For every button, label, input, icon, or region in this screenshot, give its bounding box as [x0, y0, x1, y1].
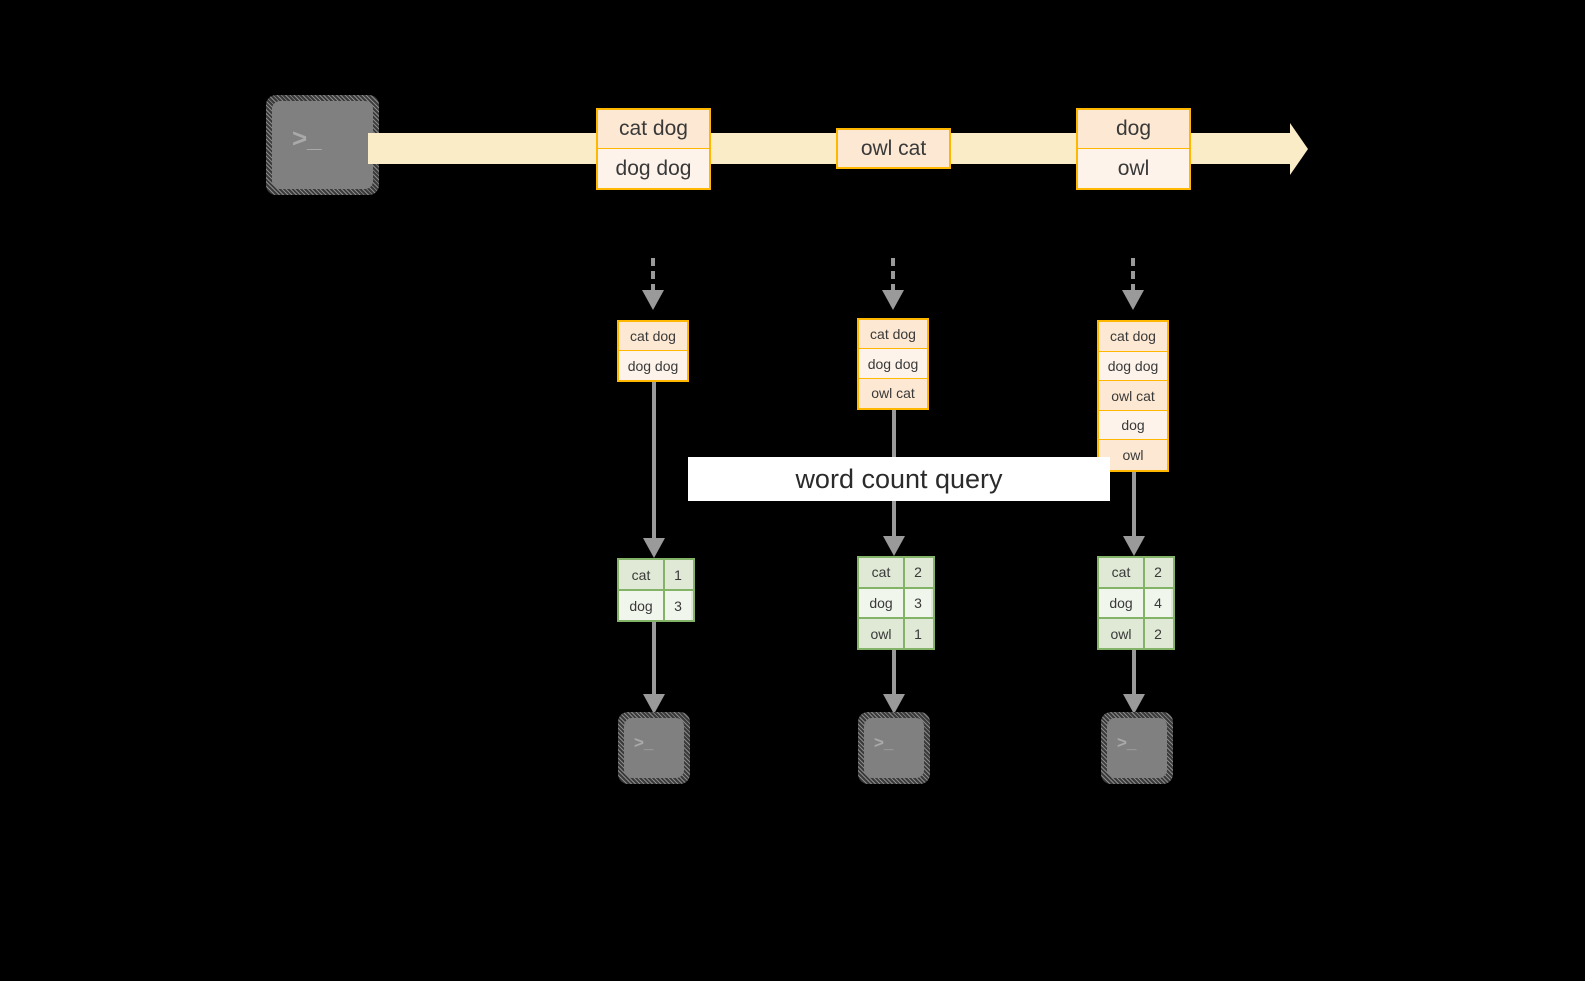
stream-arrowhead-icon [1290, 123, 1308, 175]
input-snapshot-2: cat dog dog dog owl cat [857, 318, 929, 410]
result-table-3-row-3: owl 2 [1099, 619, 1173, 649]
stream-batch-1: cat dog dog dog [596, 108, 711, 190]
input-snapshot-3-line-3: owl cat [1099, 381, 1167, 411]
result-table-2-row-1: cat 2 [859, 558, 933, 589]
result-table-1-row-1: cat 1 [619, 560, 693, 591]
result-table-2: cat 2 dog 3 owl 1 [857, 556, 935, 650]
result-table-3: cat 2 dog 4 owl 2 [1097, 556, 1175, 650]
stream-to-input-arrow-2 [882, 258, 904, 310]
result-word: owl [859, 619, 905, 649]
result-table-2-row-2: dog 3 [859, 588, 933, 620]
result-word: cat [1099, 558, 1145, 587]
result-table-1-row-2: dog 3 [619, 591, 693, 620]
input-snapshot-1: cat dog dog dog [617, 320, 689, 382]
input-snapshot-2-line-1: cat dog [859, 320, 927, 350]
query-arrow-1 [643, 382, 665, 558]
input-snapshot-1-line-1: cat dog [619, 322, 687, 352]
terminal-body [864, 718, 924, 778]
result-count: 3 [665, 591, 691, 620]
stream-batch-3: dog owl [1076, 108, 1191, 190]
stream-batch-3-line-1: dog [1078, 110, 1189, 150]
result-count: 2 [1145, 619, 1171, 649]
input-snapshot-3-line-4: dog [1099, 410, 1167, 441]
terminal-body [624, 718, 684, 778]
terminal-prompt-glyph: >_ [292, 123, 322, 153]
input-snapshot-3: cat dog dog dog owl cat dog owl [1097, 320, 1169, 472]
result-count: 4 [1145, 588, 1171, 618]
stream-batch-2-line-1: owl cat [838, 130, 949, 167]
result-count: 1 [905, 619, 931, 649]
query-label: word count query [688, 457, 1110, 501]
terminal-body [272, 101, 373, 189]
result-table-3-row-2: dog 4 [1099, 588, 1173, 620]
query-arrow-3 [1123, 472, 1145, 556]
result-count: 2 [1145, 558, 1171, 587]
input-snapshot-2-line-2: dog dog [859, 349, 927, 379]
stream-batch-3-line-2: owl [1078, 149, 1189, 188]
input-snapshot-3-line-2: dog dog [1099, 351, 1167, 382]
terminal-prompt-glyph: >_ [874, 733, 894, 752]
input-snapshot-2-line-3: owl cat [859, 378, 927, 408]
sink-terminal-icon-3: >_ [1101, 712, 1173, 784]
terminal-prompt-glyph: >_ [634, 733, 654, 752]
result-table-3-row-1: cat 2 [1099, 558, 1173, 589]
result-word: dog [859, 588, 905, 618]
result-word: owl [1099, 619, 1145, 649]
result-to-sink-arrow-1 [643, 622, 665, 714]
input-snapshot-3-line-5: owl [1099, 440, 1167, 471]
stream-to-input-arrow-3 [1122, 258, 1144, 310]
result-table-2-row-3: owl 1 [859, 619, 933, 649]
stream-batch-2: owl cat [836, 128, 951, 169]
source-terminal-icon: >_ [266, 95, 379, 195]
result-count: 3 [905, 588, 931, 618]
result-count: 2 [905, 558, 931, 587]
input-snapshot-3-line-1: cat dog [1099, 322, 1167, 352]
stream-to-input-arrow-1 [642, 258, 664, 310]
result-word: cat [859, 558, 905, 587]
result-word: cat [619, 560, 665, 589]
sink-terminal-icon-1: >_ [618, 712, 690, 784]
terminal-body [1107, 718, 1167, 778]
terminal-prompt-glyph: >_ [1117, 733, 1137, 752]
stream-batch-1-line-2: dog dog [598, 149, 709, 188]
result-table-1: cat 1 dog 3 [617, 558, 695, 622]
result-to-sink-arrow-2 [883, 650, 905, 714]
stream-batch-1-line-1: cat dog [598, 110, 709, 150]
result-to-sink-arrow-3 [1123, 650, 1145, 714]
result-word: dog [1099, 588, 1145, 618]
result-word: dog [619, 591, 665, 620]
sink-terminal-icon-2: >_ [858, 712, 930, 784]
query-label-text: word count query [795, 463, 1003, 494]
input-snapshot-1-line-2: dog dog [619, 351, 687, 380]
result-count: 1 [665, 560, 691, 589]
